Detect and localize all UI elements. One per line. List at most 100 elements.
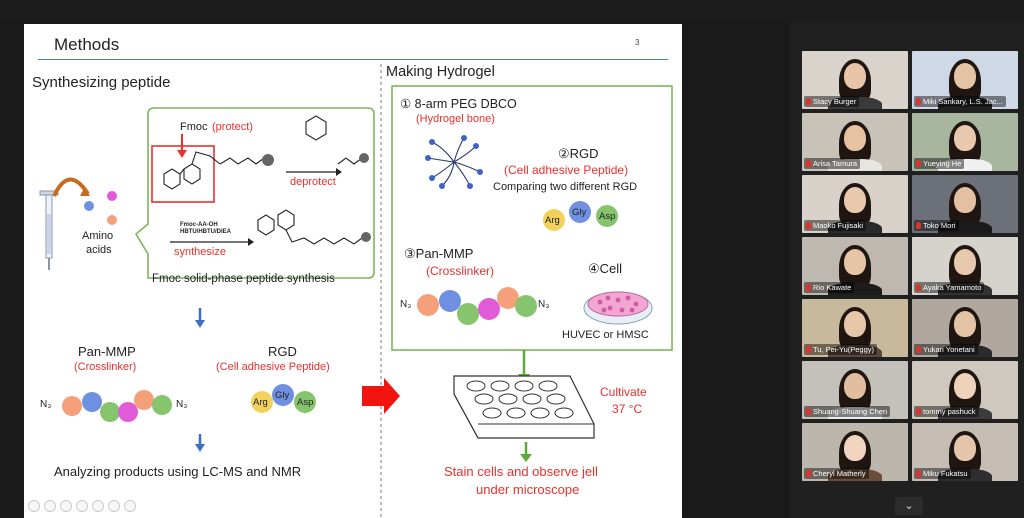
participant-tile[interactable]: tommy pashuck [912,361,1018,419]
participant-name-label: tommy pashuck [914,406,979,417]
participant-name: Shuang-Shuang Chen [813,407,888,416]
participant-name-label: Miku Fukatsu [914,468,971,479]
resin-bead-3 [361,232,371,242]
participant-tile[interactable]: Ayaka Yamamoto [912,237,1018,295]
top-bar [0,0,1024,22]
reagent-label-1: Fmoc-AA-OH [180,222,218,228]
participant-name: Arisa Tamura [813,159,858,168]
rgd-title: RGD [268,344,297,359]
synthesize-label: synthesize [174,246,226,258]
participant-name: Yueying He [923,159,962,168]
participant-name-label: Shuang-Shuang Chen [804,406,891,417]
asp-label-right: Asp [599,211,616,222]
participant-body [938,407,992,419]
arg-bead-right [543,209,565,231]
participant-body [938,97,992,109]
slide-page-number: 3 [635,38,640,47]
mic-muted-icon [806,346,811,353]
mic-muted-icon [806,160,811,167]
subtitles-icon[interactable] [108,500,120,512]
zoom-icon[interactable] [92,500,104,512]
participant-body [938,159,992,171]
participant-tile[interactable]: Arisa Tamura [802,113,908,171]
participant-body [938,283,992,295]
participant-name-label: Ayaka Yamamoto [914,282,985,293]
item2-title: ②RGD [558,146,599,161]
participant-name: Yukari Yonetani [923,345,975,354]
item2-subtitle: (Cell adhesive Peptide) [504,163,629,177]
fmoc-structure [163,151,265,190]
participant-name-label: Yukari Yonetani [914,344,978,355]
previous-slide-icon[interactable] [28,500,40,512]
participant-tile[interactable]: Yueying He [912,113,1018,171]
participant-name-label: Tu, Pei-Yu(Peggy) [804,344,877,355]
participant-tile[interactable]: Tu, Pei-Yu(Peggy) [802,299,908,357]
participant-tile[interactable]: Stacy Burger [802,51,908,109]
chevron-down-icon[interactable]: ⌄ [895,497,923,515]
participant-body [938,345,992,357]
mic-muted-icon [916,346,921,353]
participant-tile[interactable]: Yukari Yonetani [912,299,1018,357]
participant-name-label: Miki Sankary, L.S. Jac... [914,96,1006,107]
participant-body [828,159,882,171]
participant-face [844,249,866,275]
stain-line-1: Stain cells and observe jell [444,464,598,479]
arg-bead-left [251,391,273,413]
reagent-label-2: HBTU/HBTU/DIEA [180,229,231,235]
participant-name: Maoko Fujisaki [813,221,864,230]
peg-star-icon [427,137,481,187]
participant-name-label: Rio Kawate [804,282,855,293]
participant-face [954,249,976,275]
participant-name: tommy pashuck [923,407,976,416]
more-options-icon[interactable] [124,500,136,512]
participant-face [954,63,976,89]
amino-dot-blue [84,201,94,211]
participant-body [828,407,882,419]
participant-tile[interactable]: Cheryl Matherly [802,423,908,481]
mic-muted-icon [806,222,811,229]
deprotect-label: deprotect [290,176,336,188]
participant-body [828,345,882,357]
participant-tile[interactable]: Maoko Fujisaki [802,175,908,233]
slides-grid-icon[interactable] [76,500,88,512]
item3-title: ③Pan-MMP [404,246,474,261]
dipeptide-structure [257,209,363,245]
participant-tile[interactable]: Toko Mori [912,175,1018,233]
participant-face [954,435,976,461]
participant-tile[interactable]: Miki Sankary, L.S. Jac... [912,51,1018,109]
participant-name: Tu, Pei-Yu(Peggy) [813,345,874,354]
mic-muted-icon [916,284,921,291]
item2-note: Comparing two different RGD [493,181,638,193]
title-underline [38,59,668,60]
participant-tile[interactable]: Rio Kawate [802,237,908,295]
pan-mmp-chain-right [417,287,537,325]
mic-muted-icon [916,408,921,415]
protect-label: (protect) [212,121,253,133]
participant-tile[interactable]: Miku Fukatsu [912,423,1018,481]
participant-face [844,435,866,461]
spps-callout-border [134,107,375,279]
mic-muted-icon [916,98,921,105]
mic-muted-icon [806,470,811,477]
participant-body [828,469,882,481]
mic-muted-icon [806,408,811,415]
participant-face [844,63,866,89]
gly-label-right: Gly [572,207,587,218]
participant-gallery: Stacy Burger Miki Sankary, L.S. Jac... Ari… [790,22,1024,518]
participant-name: Miku Fukatsu [923,469,968,478]
item1-subtitle: (Hydrogel bone) [416,113,495,125]
participant-name: Stacy Burger [813,97,857,106]
amino-acids-label-2: acids [86,244,112,256]
rgd-subtitle: (Cell adhesive Peptide) [216,361,330,373]
participant-body [828,221,882,233]
piperidine-structure [305,115,327,141]
mic-muted-icon [916,160,921,167]
stain-line-2: under microscope [476,482,580,497]
slide-title: Methods [54,35,120,54]
next-slide-icon[interactable] [44,500,56,512]
asp-bead-left [294,391,316,413]
left-heading: Synthesizing peptide [32,74,171,91]
participant-tile[interactable]: Shuang-Shuang Chen [802,361,908,419]
item1-title: ① 8-arm PEG DBCO [400,97,517,111]
pen-icon[interactable] [60,500,72,512]
